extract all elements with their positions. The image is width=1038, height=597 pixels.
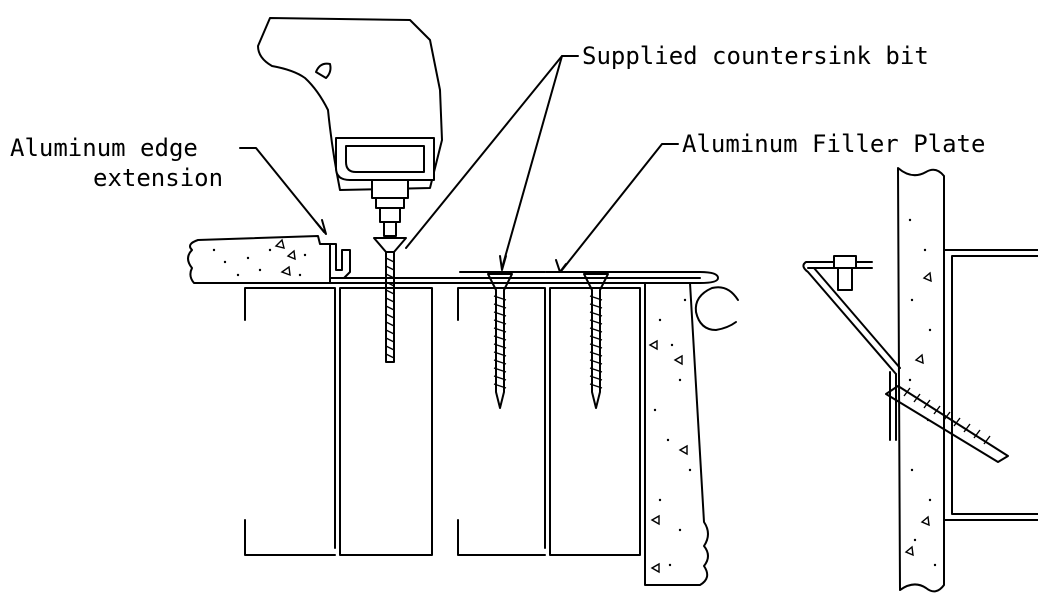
edge-clip — [694, 286, 739, 331]
aluminum-filler-plate — [329, 271, 719, 284]
label-countersink-bit: Supplied countersink bit — [582, 42, 929, 70]
steel-stud-channels — [244, 287, 641, 556]
label-filler-plate: Aluminum Filler Plate — [682, 130, 985, 158]
aluminum-edge-extension — [329, 243, 351, 279]
side-detail — [802, 167, 1038, 593]
label-edge-extension-line1: Aluminum edge — [10, 134, 198, 162]
left-concrete-slab — [187, 235, 331, 284]
drill — [257, 17, 443, 253]
screw-2 — [583, 273, 609, 409]
label-edge-extension-line2: extension — [93, 164, 223, 192]
concrete-wall-lower — [644, 282, 709, 586]
leader-lines — [239, 55, 679, 273]
screw-1 — [487, 273, 513, 409]
countersink-drill-bit — [385, 251, 395, 363]
